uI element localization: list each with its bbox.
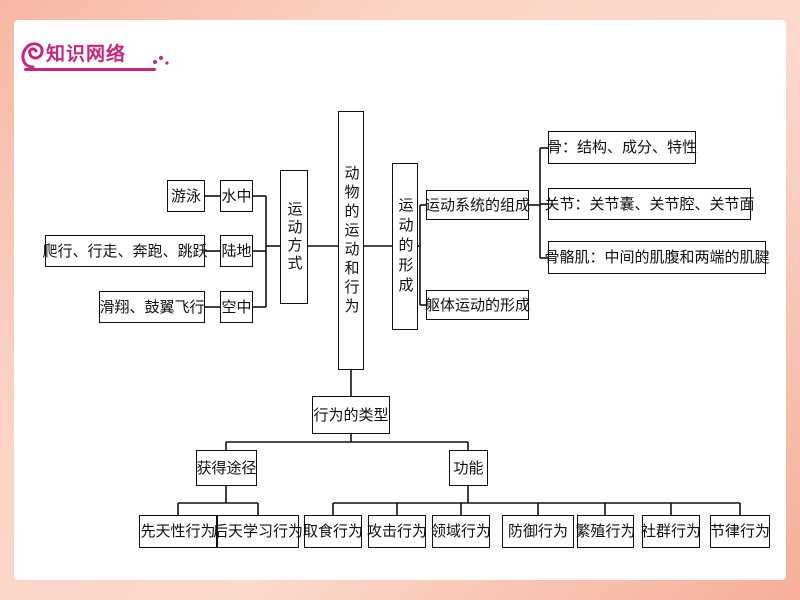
env-water: 水中 [220, 180, 253, 212]
header-underline [24, 68, 156, 71]
part-bone: 骨：结构、成分、特性 [547, 131, 697, 164]
movement-modes-box: 运动方式 [280, 170, 308, 304]
movement-formation-box: 运动的形成 [392, 163, 418, 330]
behavior-territorial: 领域行为 [431, 515, 491, 548]
behavior-reproduction: 繁殖行为 [576, 515, 636, 548]
behavior-innate: 先天性行为 [139, 515, 217, 548]
example-land-movement: 爬行、行走、奔跑、跳跃 [43, 235, 208, 267]
acquisition-box: 获得途径 [196, 450, 257, 486]
dots-icon [153, 56, 169, 65]
swirl-icon [21, 42, 44, 69]
behavior-attack: 攻击行为 [367, 515, 427, 548]
root-box: 动物的运动和行为 [338, 111, 364, 370]
behavior-learned: 后天学习行为 [213, 515, 303, 548]
env-land: 陆地 [220, 235, 253, 267]
part-joint: 关节：关节囊、关节腔、关节面 [545, 188, 755, 220]
behavior-social: 社群行为 [641, 515, 701, 548]
function-box: 功能 [449, 450, 488, 486]
behavior-defense: 防御行为 [502, 515, 574, 548]
behavior-feeding: 取食行为 [303, 515, 363, 548]
env-air: 空中 [220, 291, 253, 323]
example-flight: 滑翔、鼓翼飞行 [99, 291, 205, 323]
example-swimming: 游泳 [167, 180, 205, 212]
part-muscle: 骨骼肌：中间的肌腹和两端的肌腱 [545, 241, 770, 274]
section-header: 知识网络 [18, 34, 178, 74]
header-title: 知识网络 [46, 43, 127, 65]
behavior-types-box: 行为的类型 [312, 396, 390, 434]
movement-system-box: 运动系统的组成 [425, 190, 530, 220]
body-movement-box: 躯体运动的形成 [425, 290, 530, 320]
behavior-rhythm: 节律行为 [710, 515, 770, 548]
